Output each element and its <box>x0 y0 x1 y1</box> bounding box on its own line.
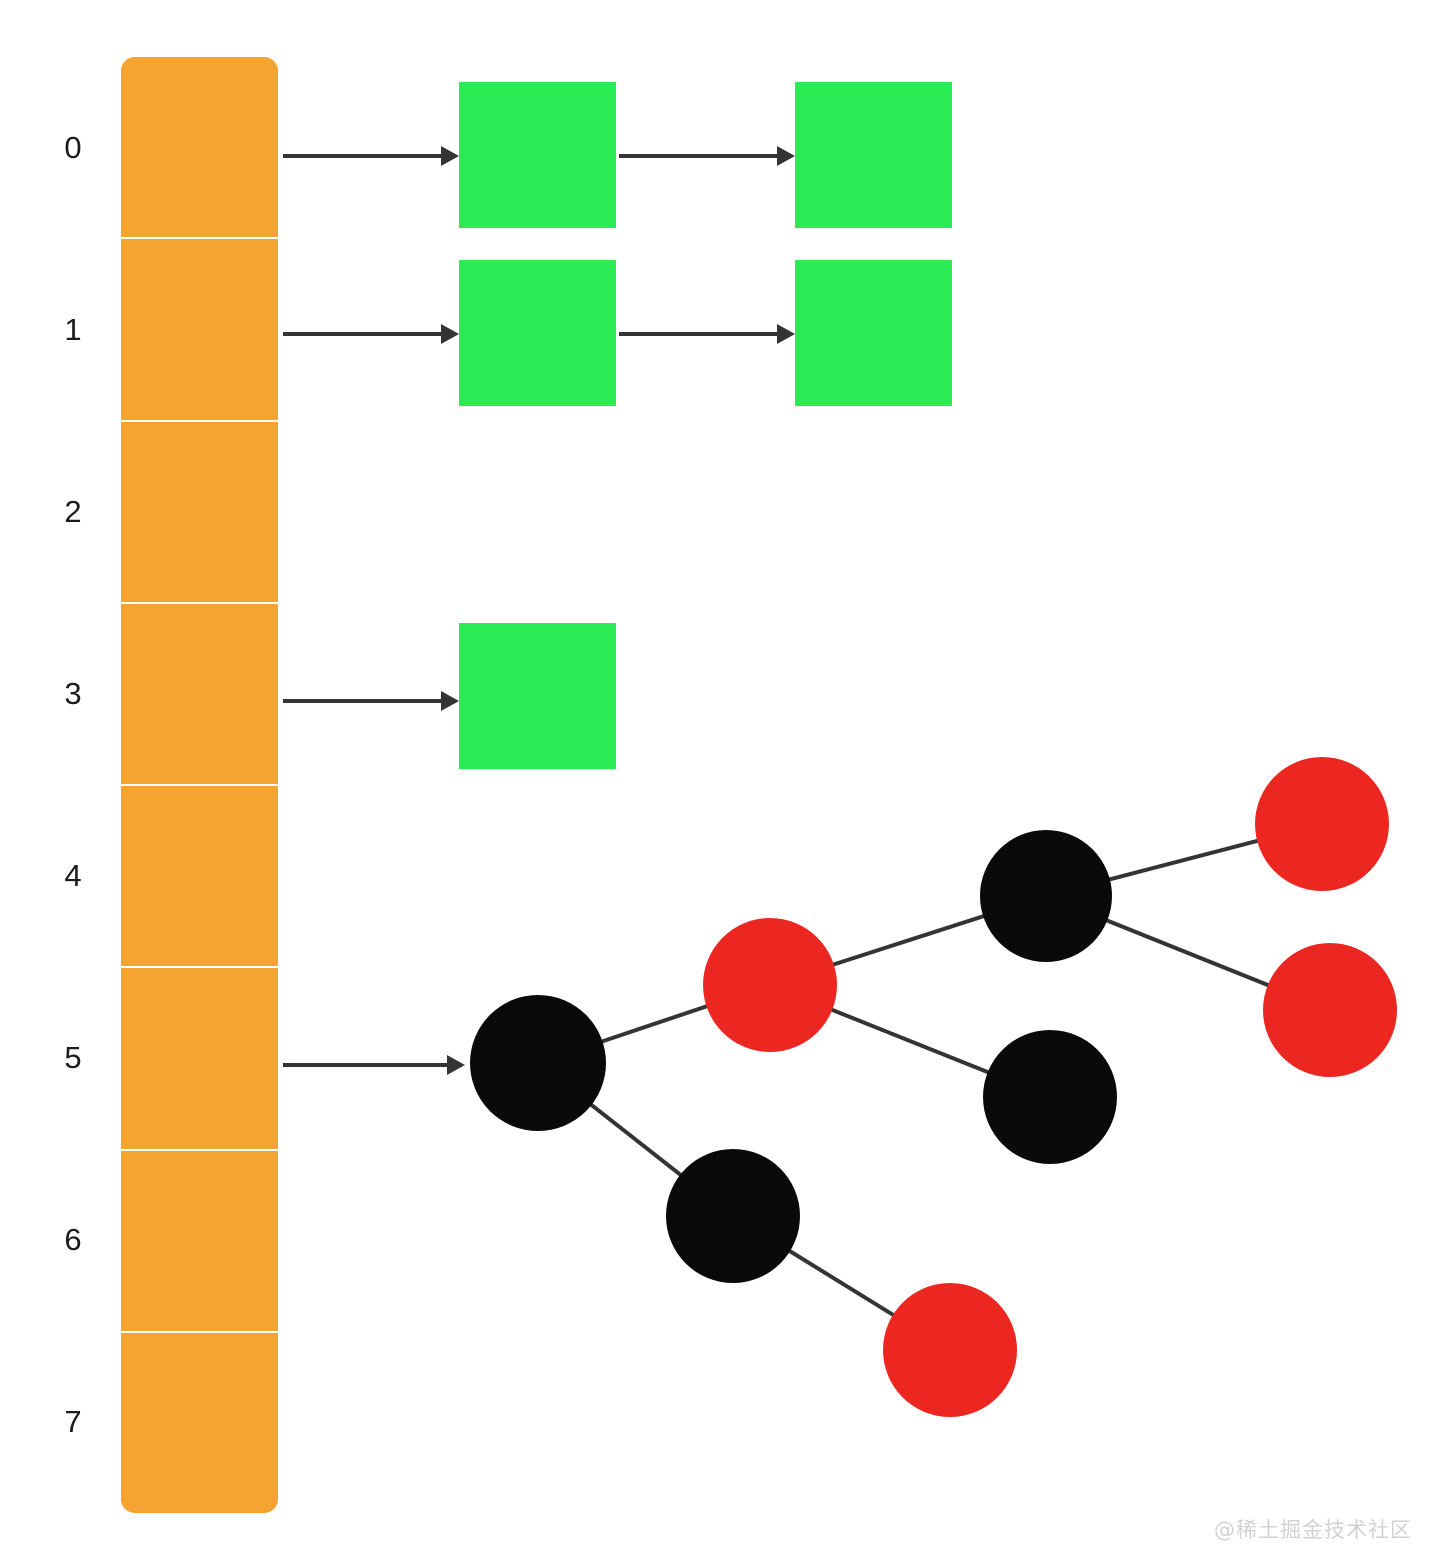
list-node-bucket-1-1[interactable] <box>795 260 952 406</box>
arrow-head-icon <box>441 691 459 711</box>
arrow-shaft <box>619 154 779 158</box>
bucket-cell-5[interactable] <box>121 968 278 1151</box>
tree-node-root[interactable] <box>470 995 606 1131</box>
bucket-cell-0[interactable] <box>121 57 278 240</box>
arrow-head-icon <box>441 146 459 166</box>
index-label-5: 5 <box>64 1040 82 1075</box>
bucket-cell-2[interactable] <box>121 421 278 604</box>
bucket-cell-4[interactable] <box>121 786 278 969</box>
tree-node-n-blk-6[interactable] <box>666 1149 800 1283</box>
arrow-head-icon <box>777 324 795 344</box>
arrow-shaft <box>283 154 443 158</box>
bucket-cell-6[interactable] <box>121 1150 278 1333</box>
list-node-bucket-1-0[interactable] <box>459 260 616 406</box>
arrow-head-icon <box>441 324 459 344</box>
arrow-bucket-5-0 <box>283 1055 465 1075</box>
bucket-cell-1[interactable] <box>121 239 278 422</box>
bucket-cell-3[interactable] <box>121 603 278 786</box>
watermark: @稀土掘金技术社区 <box>1214 1518 1412 1542</box>
bucket-array <box>121 57 278 1513</box>
index-label-4: 4 <box>64 858 82 893</box>
arrow-head-icon <box>777 146 795 166</box>
arrow-shaft <box>283 1063 449 1067</box>
tree-node-n-red-4[interactable] <box>1263 943 1397 1077</box>
arrow-shaft <box>619 332 779 336</box>
index-label-1: 1 <box>64 312 82 347</box>
list-node-bucket-0-1[interactable] <box>795 82 952 228</box>
tree-node-n-red-1[interactable] <box>703 918 837 1052</box>
bucket-cell-7[interactable] <box>121 1332 278 1513</box>
arrow-bucket-1-1 <box>619 324 795 344</box>
arrow-bucket-3-0 <box>283 691 459 711</box>
index-label-2: 2 <box>64 494 82 529</box>
index-label-7: 7 <box>64 1404 82 1439</box>
list-node-bucket-3-0[interactable] <box>459 623 616 769</box>
arrow-bucket-1-0 <box>283 324 459 344</box>
arrow-shaft <box>283 332 443 336</box>
arrow-bucket-0-1 <box>619 146 795 166</box>
tree-node-n-blk-5[interactable] <box>983 1030 1117 1164</box>
tree-node-n-red-7[interactable] <box>883 1283 1017 1417</box>
arrow-shaft <box>283 699 443 703</box>
tree-node-n-red-3[interactable] <box>1255 757 1389 891</box>
arrow-head-icon <box>447 1055 465 1075</box>
index-label-0: 0 <box>64 130 82 165</box>
arrow-bucket-0-0 <box>283 146 459 166</box>
tree-node-n-blk-2[interactable] <box>980 830 1112 962</box>
index-label-3: 3 <box>64 676 82 711</box>
index-label-6: 6 <box>64 1222 82 1257</box>
list-node-bucket-0-0[interactable] <box>459 82 616 228</box>
